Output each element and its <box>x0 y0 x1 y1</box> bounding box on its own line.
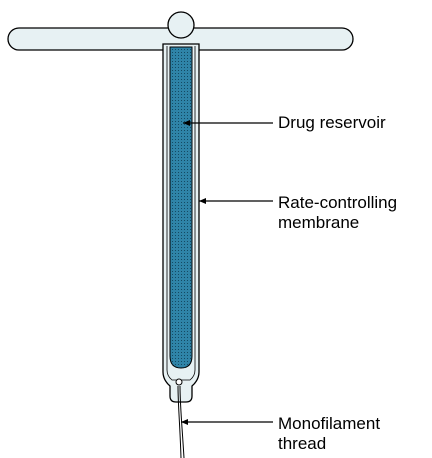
thread-label-line-2: thread <box>278 434 380 454</box>
membrane-arrowhead <box>199 198 206 204</box>
drug-reservoir-label-text: Drug reservoir <box>278 113 386 132</box>
thread-eyelet <box>176 379 182 385</box>
membrane-label-line-1: Rate-controlling <box>278 193 397 213</box>
rate-controlling-membrane-label: Rate-controlling membrane <box>278 193 397 233</box>
membrane-label-line-2: membrane <box>278 213 397 233</box>
monofilament-thread-label: Monofilament thread <box>278 414 380 454</box>
drug-reservoir-stipple <box>170 47 192 368</box>
thread-label-line-1: Monofilament <box>278 414 380 434</box>
top-knob <box>168 12 194 38</box>
drug-reservoir-label: Drug reservoir <box>278 113 386 133</box>
